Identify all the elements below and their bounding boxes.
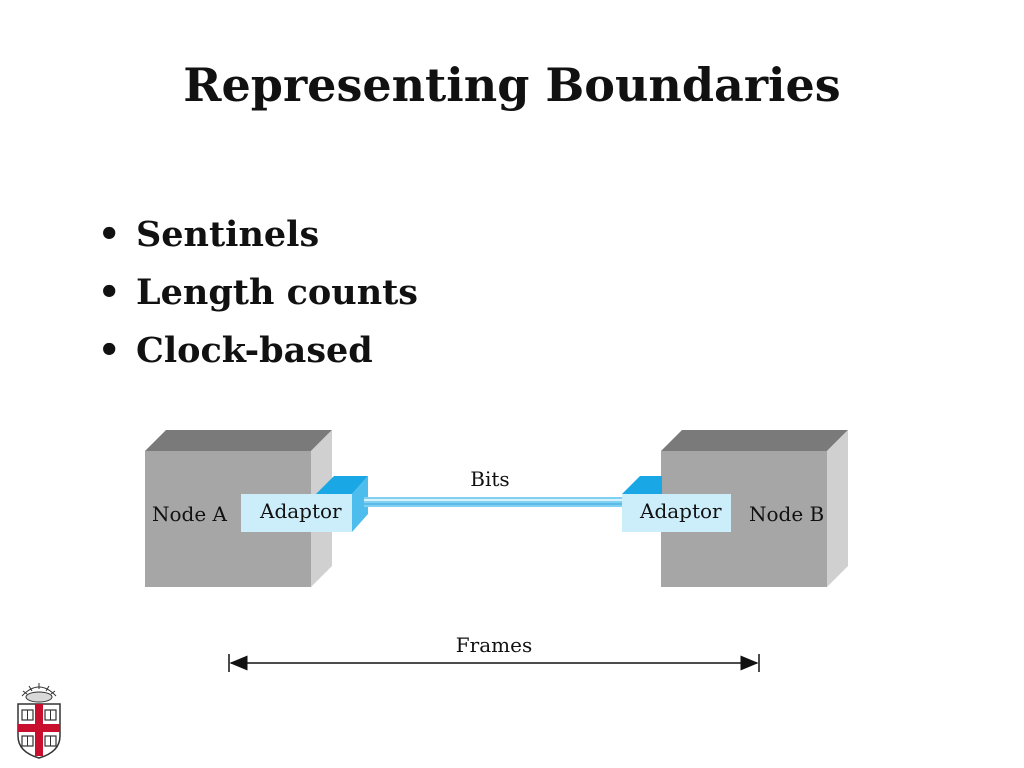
bullet-item: • Clock-based bbox=[98, 322, 418, 380]
bits-link bbox=[364, 497, 622, 507]
node-a-top bbox=[145, 430, 332, 451]
bullet-list: • Sentinels • Length counts • Clock-based bbox=[98, 206, 418, 380]
node-b-side bbox=[827, 430, 848, 587]
bullet-item: • Length counts bbox=[98, 264, 418, 322]
node-b-label: Node B bbox=[749, 502, 824, 526]
bullet-item: • Sentinels bbox=[98, 206, 418, 264]
bullet-icon: • bbox=[98, 272, 121, 313]
node-b-top bbox=[661, 430, 848, 451]
bullet-text: Length counts bbox=[136, 272, 419, 313]
frames-span-arrow bbox=[228, 654, 760, 672]
bullet-icon: • bbox=[98, 214, 121, 255]
adaptor-a-label: Adaptor bbox=[259, 499, 342, 523]
adaptor-a bbox=[241, 476, 368, 532]
node-a-label: Node A bbox=[152, 502, 228, 526]
bullet-text: Sentinels bbox=[136, 214, 320, 255]
frames-label: Frames bbox=[456, 633, 532, 657]
university-shield-icon bbox=[17, 683, 61, 759]
bits-label: Bits bbox=[470, 467, 509, 491]
bullet-icon: • bbox=[98, 330, 121, 371]
slide-title: Representing Boundaries bbox=[183, 58, 841, 112]
adaptor-b-label: Adaptor bbox=[639, 499, 722, 523]
adaptor-b bbox=[622, 476, 731, 532]
bullet-text: Clock-based bbox=[136, 330, 373, 371]
